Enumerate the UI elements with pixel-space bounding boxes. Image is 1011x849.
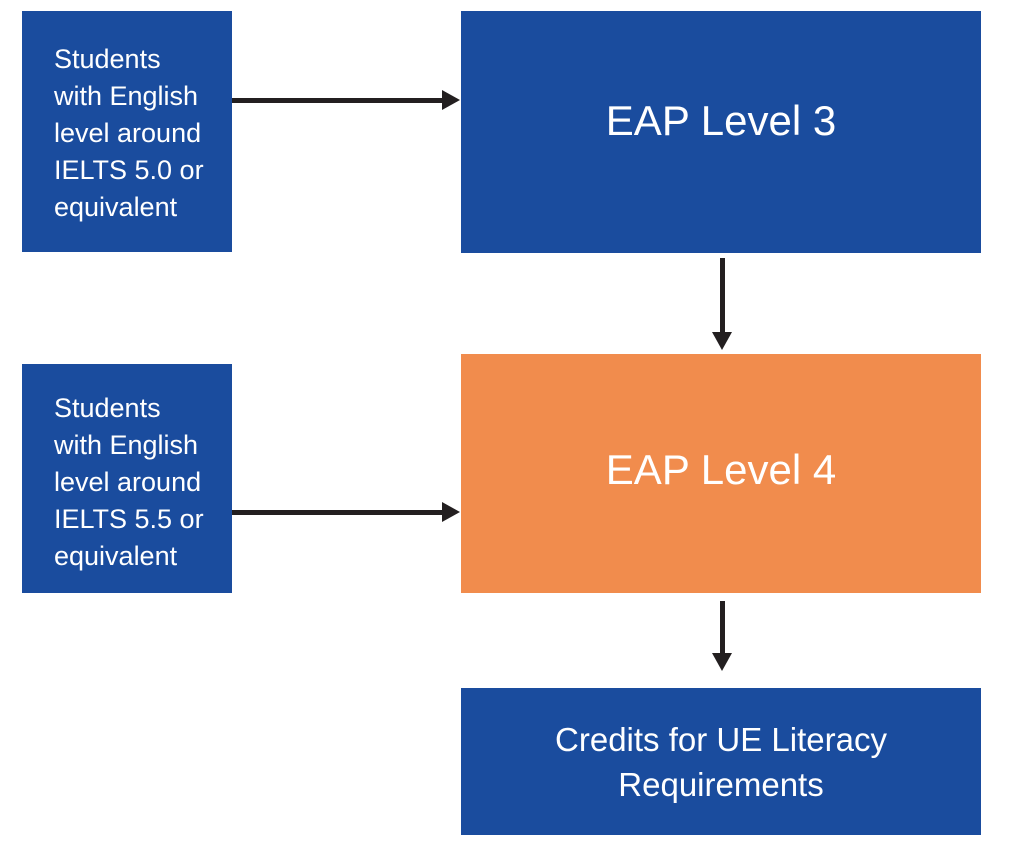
node-text-line: with English	[54, 81, 199, 111]
arrow-shaft	[720, 258, 725, 332]
arrow-shaft	[232, 510, 442, 515]
node-eap-level-3: EAP Level 3	[461, 11, 981, 253]
node-credits-ue-literacy: Credits for UE Literacy Requirements	[461, 688, 981, 835]
node-text-line: level around	[54, 467, 202, 497]
arrow-ielts50-to-eap3	[232, 90, 460, 110]
node-text-line: equivalent	[54, 192, 178, 222]
node-text-line: IELTS 5.0 or	[54, 155, 204, 185]
node-text-line: Students	[54, 44, 161, 74]
arrowhead-right-icon	[442, 90, 460, 110]
node-text-line: Requirements	[618, 765, 824, 803]
node-students-ielts-5-0: Students with English level around IELTS…	[22, 11, 232, 252]
node-label: EAP Level 3	[605, 97, 837, 144]
arrowhead-down-icon	[712, 332, 732, 350]
arrow-ielts55-to-eap4	[232, 502, 460, 522]
arrow-shaft	[720, 601, 725, 653]
node-text-line: Credits for UE Literacy	[555, 720, 887, 758]
node-text-line: with English	[54, 430, 199, 460]
node-students-ielts-5-5: Students with English level around IELTS…	[22, 364, 232, 593]
arrow-eap3-to-eap4	[712, 258, 732, 350]
node-text-line: level around	[54, 118, 202, 148]
arrow-eap4-to-credits	[712, 601, 732, 671]
node-eap-level-4: EAP Level 4	[461, 354, 981, 593]
node-text-line: Students	[54, 393, 161, 423]
node-label: EAP Level 4	[605, 445, 837, 493]
arrowhead-down-icon	[712, 653, 732, 671]
arrow-shaft	[232, 98, 442, 103]
arrowhead-right-icon	[442, 502, 460, 522]
node-text-line: equivalent	[54, 541, 178, 571]
node-text-line: IELTS 5.5 or	[54, 504, 204, 534]
